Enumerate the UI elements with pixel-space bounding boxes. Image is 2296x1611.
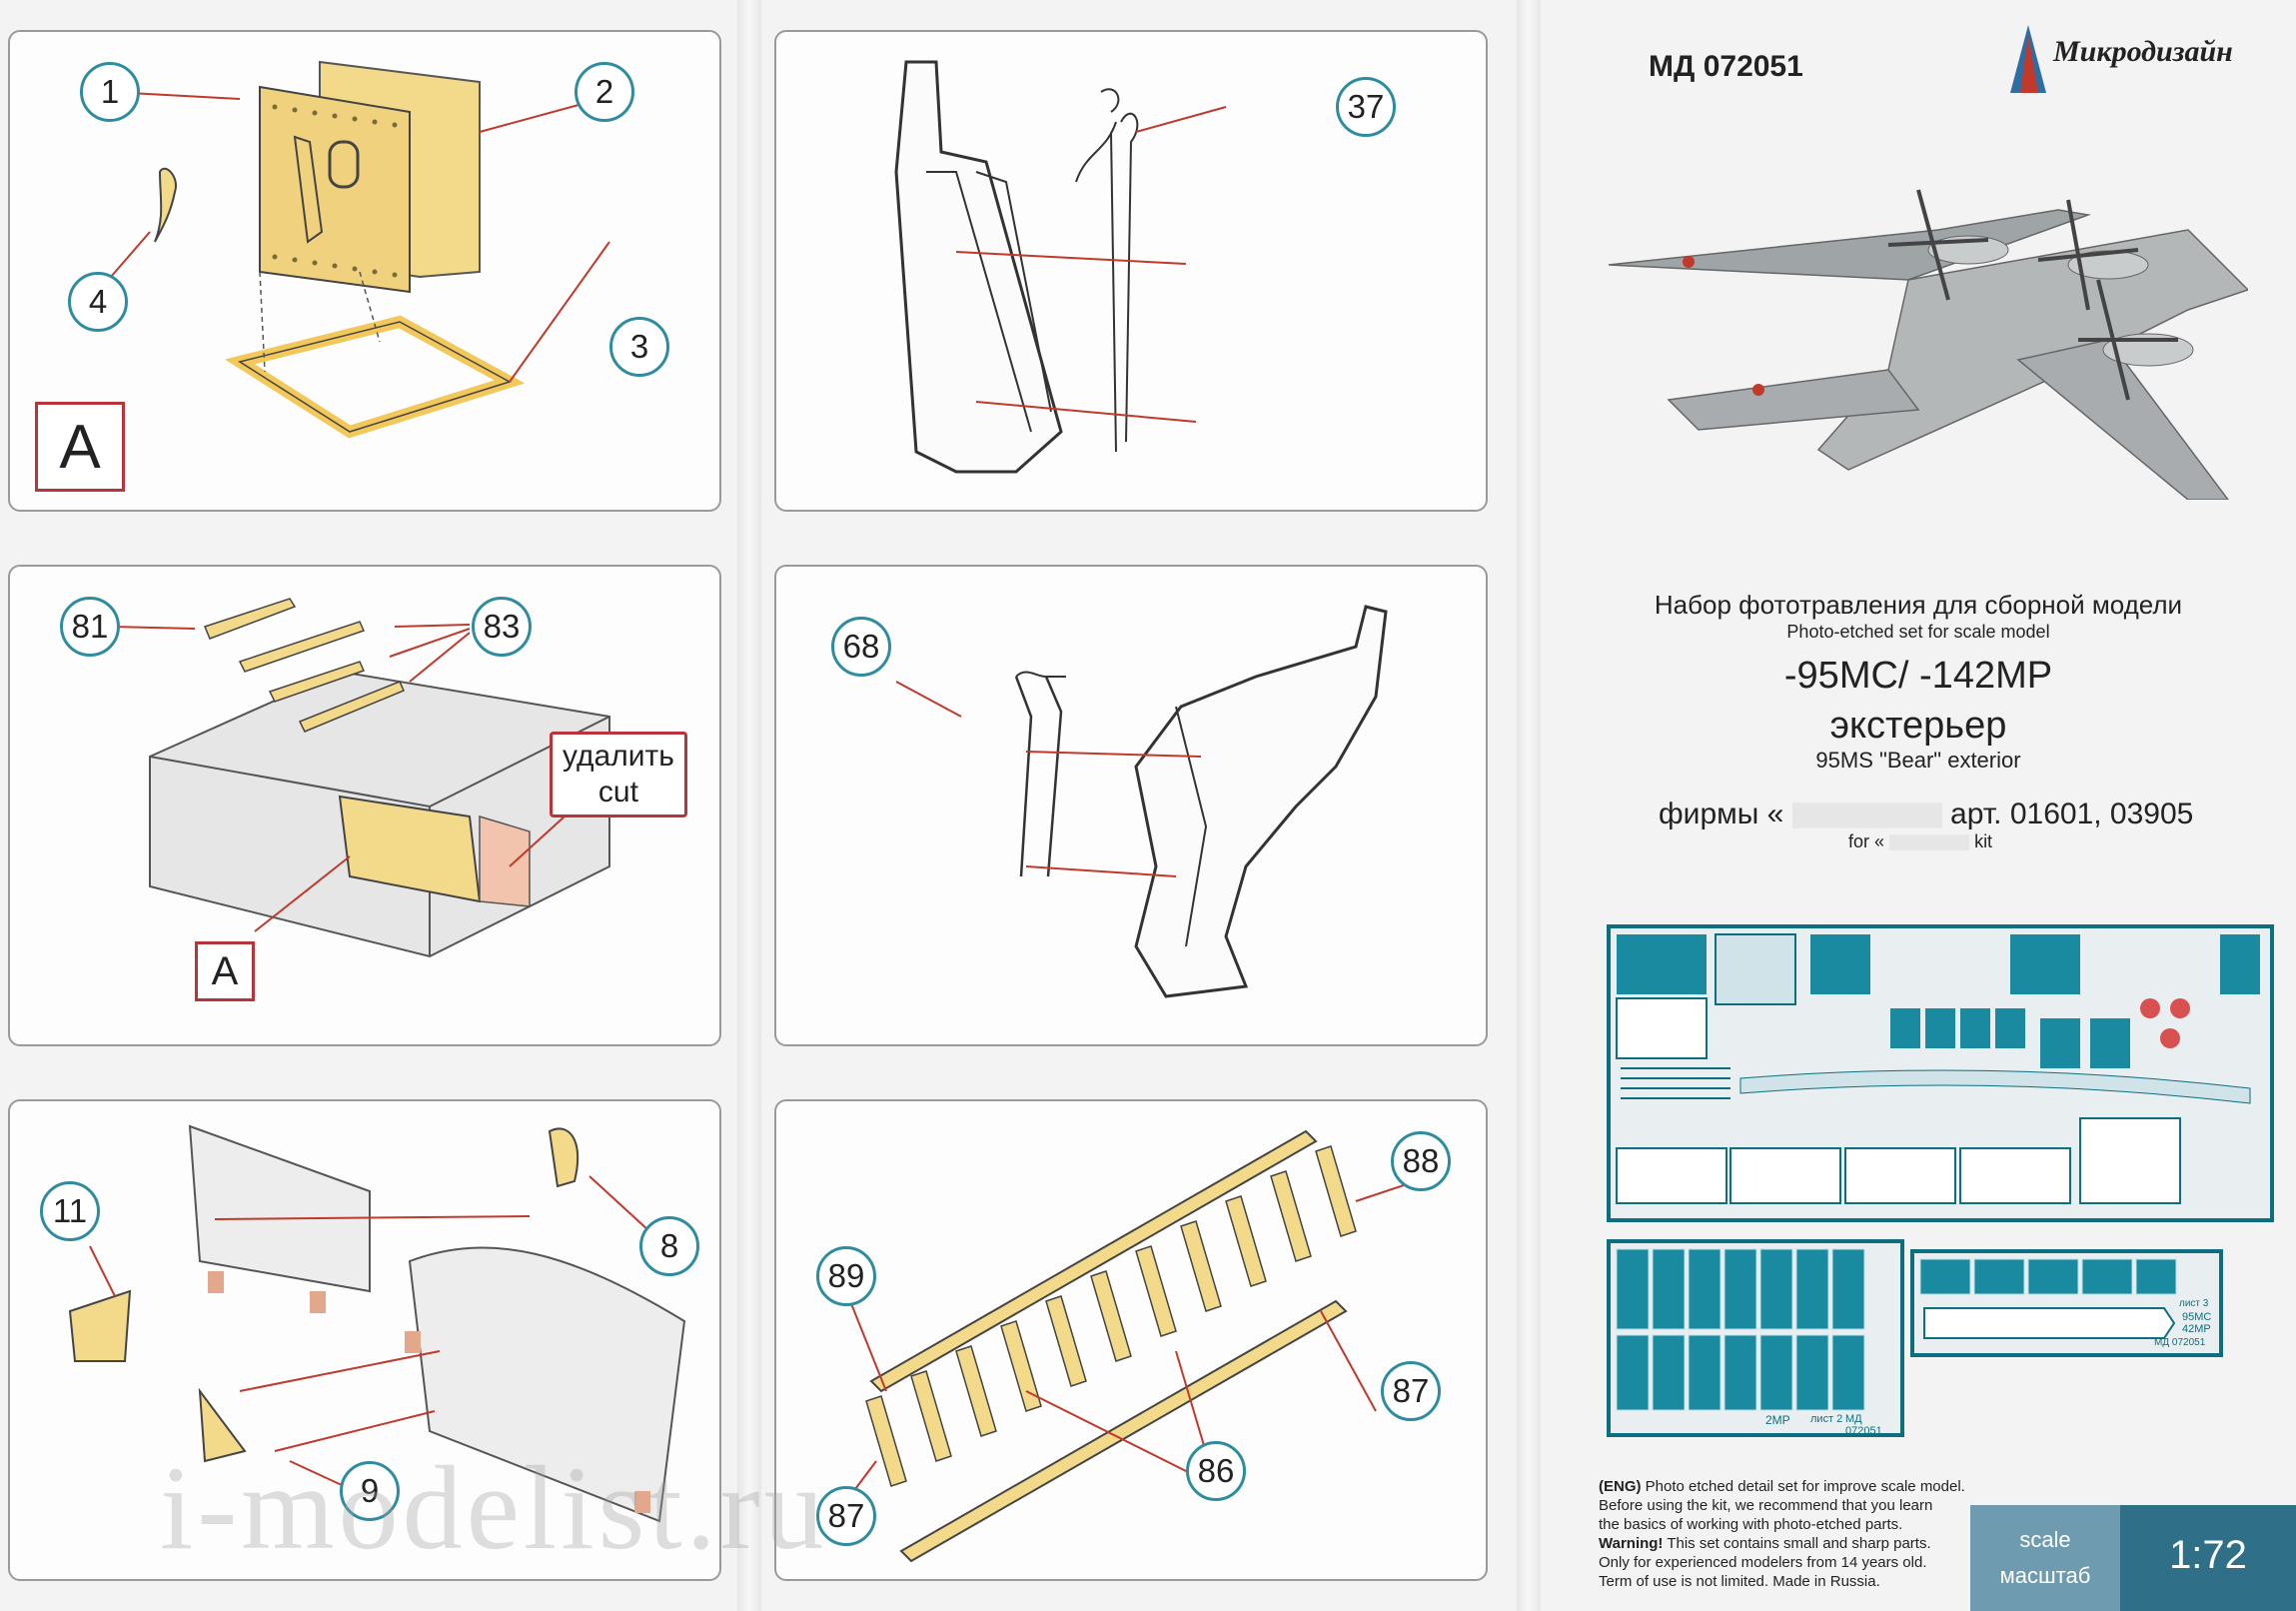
cover-firm-redaction — [1791, 803, 1942, 829]
bay-drawing — [109, 598, 610, 958]
callout-11: 11 — [40, 1181, 100, 1241]
callout-8: 8 — [639, 1216, 699, 1276]
cover-title-ru: Набор фототравления для сборной модели — [1654, 590, 2183, 620]
scale-badge: scale масштаб 1:72 — [1970, 1505, 2296, 1611]
note-eng-tag: (ENG) — [1599, 1478, 1642, 1495]
fret-sheet-main-parts — [1616, 933, 2260, 1204]
note-line-3: the basics of working with photo-etched … — [1599, 1516, 1903, 1533]
fret-bottom-model: 2МР — [1765, 1413, 1790, 1427]
fret-sheet-main — [1607, 924, 2274, 1222]
step-panel-gear-leg: 37 — [774, 30, 1488, 512]
fold-line-2 — [1517, 0, 1541, 1611]
note-line-1: (ENG) Photo etched detail set for improv… — [1599, 1477, 2018, 1496]
cover-art-ru: арт. 01601, 03905 — [1950, 798, 2194, 830]
brand-logo-icon — [2010, 25, 2046, 93]
english-notes: (ENG) Photo etched detail set for improv… — [1599, 1477, 2018, 1591]
note-line-5: Only for experienced modelers from 14 ye… — [1599, 1554, 1927, 1571]
cover-for-redaction — [1889, 834, 1970, 851]
assembly-label-a-2: A — [195, 941, 255, 1001]
fret-sheet-blades: 2МР лист 2 МД 072051 — [1607, 1239, 1904, 1437]
scale-label-ru: масштаб — [1999, 1563, 2091, 1588]
cover-subtitle-ru: экстерьер — [1829, 705, 2007, 747]
watermark: i-modelist.ru — [160, 1441, 828, 1574]
cover-firm-line: фирмы « арт. 01601, 03905 — [1659, 798, 2193, 831]
callout-68: 68 — [831, 617, 891, 677]
note-line-4: Warning! This set contains small and sha… — [1599, 1534, 2018, 1553]
step-panel-door: 1 2 3 4 A — [8, 30, 721, 512]
fret-side-model: 95МС — [2182, 1311, 2212, 1323]
cover-for-en: for « — [1848, 831, 1885, 851]
fret-sheet-small: лист 3 95МС 42МР МД 072051 — [1910, 1249, 2223, 1357]
scale-badge-label-area: scale масштаб — [1970, 1505, 2120, 1611]
callout-37: 37 — [1336, 77, 1396, 137]
cover-model-en: 95MS "Bear" exterior — [1815, 748, 2021, 773]
cover-title-en: Photo-etched set for scale model — [1786, 622, 2050, 642]
cover-for-line: for « kit — [1848, 831, 1992, 852]
gear-leg-drawing — [894, 60, 1227, 474]
strut-drawing — [895, 605, 1388, 998]
cut-note-en: cut — [597, 776, 638, 808]
cut-note-ru: удалить — [563, 740, 674, 773]
callout-3: 3 — [609, 317, 669, 377]
callout-89: 89 — [816, 1246, 876, 1306]
assembly-label-a: A — [35, 402, 125, 492]
note-line-1-text: Photo etched detail set for improve scal… — [1641, 1478, 1965, 1495]
fold-line-1 — [737, 0, 761, 1611]
callout-4: 4 — [68, 272, 128, 332]
callout-83: 83 — [472, 597, 532, 657]
brand-name: Микродизайн — [2053, 35, 2233, 68]
fret-side-sheet: лист 3 — [2179, 1298, 2209, 1309]
step-panel-doors: 11 8 9 — [8, 1099, 721, 1581]
fret-sheet-small-parts — [1919, 1258, 2177, 1339]
callout-81: 81 — [60, 597, 120, 657]
brand-logo — [2008, 25, 2048, 95]
note-line-4-text: This set contains small and sharp parts. — [1663, 1535, 1931, 1552]
note-line-6: Term of use is not limited. Made in Russ… — [1599, 1573, 1880, 1590]
step-panel-flaps: 88 89 87 87 86 — [774, 1099, 1488, 1581]
callout-88: 88 — [1391, 1131, 1451, 1191]
fret-sheet-code: МД 072051 — [1845, 1413, 1882, 1437]
fret-side-code: МД 072051 — [2154, 1337, 2206, 1348]
callout-87-left: 87 — [816, 1486, 876, 1546]
flaps-drawing — [845, 1129, 1417, 1563]
callout-2: 2 — [574, 62, 634, 122]
cut-note: удалить cut — [550, 732, 687, 817]
door-drawing — [97, 60, 610, 439]
cover-firm-ru: фирмы « — [1659, 798, 1784, 830]
step-panel-strut: 68 — [774, 565, 1488, 1046]
doors-drawing — [68, 1124, 686, 1523]
scale-label-en: scale — [2019, 1527, 2071, 1552]
scale-value: 1:72 — [2169, 1533, 2247, 1577]
fret-side-model2: 42МР — [2182, 1323, 2211, 1335]
fret-sheet-number: лист 2 — [1810, 1413, 1843, 1425]
cover-model-ru: -95МС/ -142МР — [1783, 655, 2053, 697]
note-warning-tag: Warning! — [1599, 1535, 1664, 1552]
step-panel-bay: 81 83 удалить cut A — [8, 565, 721, 1046]
catalog-number: МД 072051 — [1649, 50, 1803, 83]
callout-1: 1 — [80, 62, 140, 122]
callout-87-right: 87 — [1381, 1361, 1441, 1421]
aircraft-illustration — [1608, 189, 2248, 500]
fret-sheet-blades-parts — [1616, 1248, 1865, 1411]
callout-86: 86 — [1186, 1441, 1246, 1501]
note-line-2: Before using the kit, we recommend that … — [1599, 1497, 1933, 1514]
callout-9: 9 — [340, 1461, 400, 1521]
cover-kit-en: kit — [1974, 831, 1993, 851]
